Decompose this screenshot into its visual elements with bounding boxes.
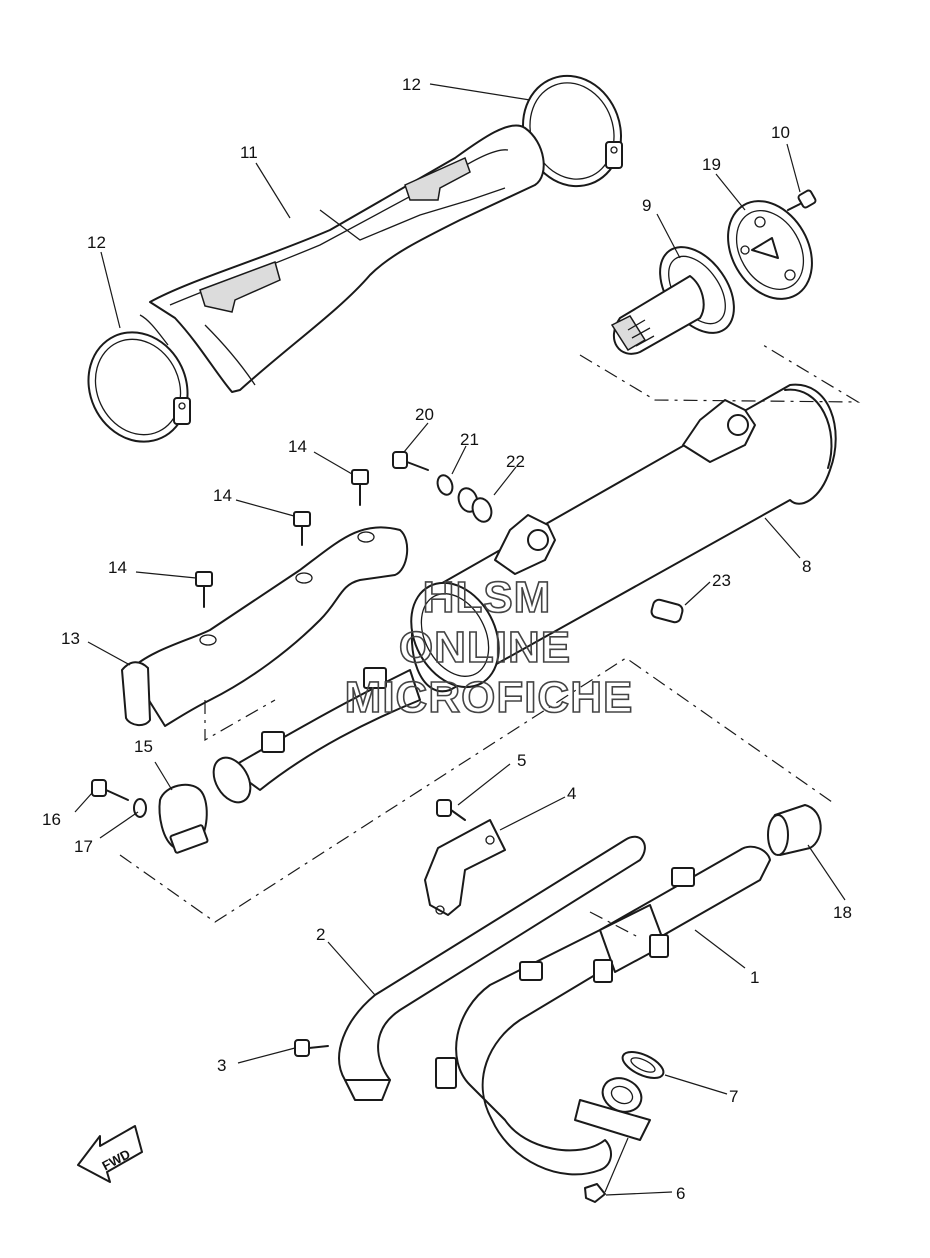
bolt-14-b [293, 511, 311, 546]
watermark-line-1: HLSM [423, 573, 552, 622]
callout-12-top: 12 [402, 75, 421, 94]
leader-lines [74, 83, 846, 1196]
callout-1: 1 [750, 968, 759, 987]
bolt-3 [294, 1039, 329, 1057]
callout-23: 23 [712, 571, 731, 590]
clamp-band-12-lower [87, 331, 191, 443]
bolt-20 [392, 451, 429, 471]
callout-19: 19 [702, 155, 721, 174]
end-cap-19 [727, 200, 813, 300]
washer-17 [133, 798, 147, 818]
callout-12-left: 12 [87, 233, 106, 252]
callout-15: 15 [134, 737, 153, 756]
clamp-15 [158, 783, 209, 854]
watermark-line-2: ONLINE [399, 623, 571, 672]
callout-numbers: 1 2 3 4 5 6 7 8 9 10 11 12 12 13 14 14 1… [42, 75, 852, 1203]
callout-17: 17 [74, 837, 93, 856]
callout-14-c: 14 [108, 558, 127, 577]
callout-14-b: 14 [213, 486, 232, 505]
callout-2: 2 [316, 925, 325, 944]
callout-14-a: 14 [288, 437, 307, 456]
callout-4: 4 [567, 784, 576, 803]
callout-5: 5 [517, 751, 526, 770]
bracket-4 [424, 819, 506, 916]
bolt-16 [91, 779, 129, 801]
fwd-arrow-icon: FWD [77, 1125, 143, 1183]
callout-3: 3 [217, 1056, 226, 1075]
muffler-8 [410, 383, 837, 693]
damper-22 [457, 487, 493, 523]
callout-13: 13 [61, 629, 80, 648]
callout-6: 6 [676, 1184, 685, 1203]
spark-arrester-9 [610, 246, 735, 355]
sleeve-18 [767, 804, 822, 856]
joint-flange [574, 1077, 651, 1141]
heat-protector-11 [139, 124, 545, 393]
callout-11: 11 [240, 143, 258, 162]
pipe-link [212, 667, 421, 804]
collar-23 [650, 598, 684, 624]
protector-2 [338, 835, 646, 1101]
callout-21: 21 [460, 430, 479, 449]
callout-10: 10 [771, 123, 790, 142]
callout-8: 8 [802, 557, 811, 576]
screw-10 [787, 189, 817, 211]
callout-16: 16 [42, 810, 61, 829]
clamp-band-12-upper [521, 74, 623, 188]
gasket-7 [621, 1051, 665, 1079]
exhaust-pipe-1 [435, 845, 771, 1176]
callout-22: 22 [506, 452, 525, 471]
washer-21 [436, 474, 454, 496]
assembly-lines [119, 344, 861, 939]
heat-protector-13 [121, 526, 409, 727]
callout-20: 20 [415, 405, 434, 424]
callout-18: 18 [833, 903, 852, 922]
bolt-14-c [195, 571, 213, 608]
bolt-14-a [351, 469, 369, 506]
callout-9: 9 [642, 196, 651, 215]
watermark: HLSM ONLINE MICROFICHE [344, 572, 634, 723]
callout-7: 7 [729, 1087, 738, 1106]
watermark-line-3: MICROFICHE [345, 673, 634, 722]
nut-6 [584, 1183, 606, 1203]
bolt-5 [436, 799, 466, 821]
